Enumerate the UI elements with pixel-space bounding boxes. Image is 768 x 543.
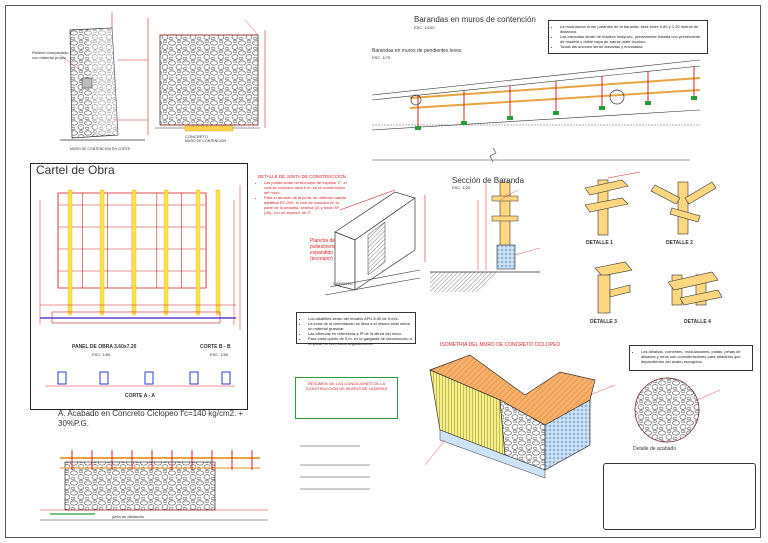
corte-bb-post xyxy=(215,189,221,316)
svg-text:MURO DE CONTENCION: MURO DE CONTENCION xyxy=(185,139,227,143)
cartel-post xyxy=(67,189,73,316)
detalle-2-drawing xyxy=(650,181,717,235)
acabado-title: A. Acabado en Concreto Ciclopeo f'c=140 … xyxy=(58,409,244,428)
post-footing xyxy=(691,96,697,100)
baranda-elevation-drawing xyxy=(371,59,701,161)
panel-de-obra-title: PANEL DE OBRA 3.60x7.20 xyxy=(72,344,137,350)
isometria-title: ISOMETRIA DEL MURO DE CONCRETO CICLOPEO xyxy=(440,342,561,348)
detail-callout-circle xyxy=(609,89,625,105)
concreto-label: CONCRETO xyxy=(185,134,208,139)
retaining-wall-section-drawing: MURO DE CONTENCION EN CORTE xyxy=(60,12,149,151)
corte-aa-footings xyxy=(45,371,235,387)
corte-bb-title: CORTE B - B xyxy=(200,344,231,350)
post-footing xyxy=(507,116,513,120)
corte-aa-title: CORTE A - A xyxy=(125,393,155,399)
baranda-notes-list: La modulación entre parantes de la baran… xyxy=(552,24,704,49)
cimiento-label: CIMIENTO xyxy=(333,281,353,286)
concreto-notes-list: Los albañiles serán del modelo APU 8.40 … xyxy=(300,316,412,346)
detalle-1-drawing xyxy=(584,171,641,236)
isometria-muro-drawing xyxy=(429,354,596,479)
cartel-de-obra-frame xyxy=(30,163,248,410)
junta-dilatacion-label: junta de dilatación xyxy=(112,514,145,519)
relleno-label: Relleno compactado con material propio xyxy=(32,50,69,60)
corte-aa-footing xyxy=(144,371,154,385)
acabado-note-item: Las albañas, corrientes, modulaciones, p… xyxy=(641,349,749,364)
scale-label-4: ESC. 1/50 xyxy=(210,352,229,357)
drawing-sheet-border xyxy=(5,5,761,538)
detalle-acabado-title: Detalle de acabado xyxy=(633,446,677,452)
post-footing xyxy=(415,126,421,130)
junta-construccion-drawing xyxy=(324,189,426,296)
break-line xyxy=(489,147,497,163)
svg-text:MURO DE CONTENCION EN CORTE: MURO DE CONTENCION EN CORTE xyxy=(70,147,131,151)
cartel-post xyxy=(131,189,137,316)
top_right-note-item: Las barandas serán de madera huayruro, p… xyxy=(560,34,704,44)
acabado-notes-list: Las albañas, corrientes, modulaciones, p… xyxy=(633,349,749,364)
concreto-note-item: Los albañiles serán del modelo APU 8.40 … xyxy=(308,316,412,321)
post-footing xyxy=(599,106,605,110)
leader-lines xyxy=(59,19,721,466)
post-footing xyxy=(645,101,651,105)
concreto-note-item: Las albercas en referencia a 5ª de la al… xyxy=(308,331,412,336)
barandas-contencion-title: Barandas en muros de contención xyxy=(414,15,536,24)
concreto-note-item: La zona de la cimentación se lleva a el … xyxy=(308,321,412,331)
corte-aa-footing xyxy=(221,371,231,385)
baranda-notes-box: La modulación entre parantes de la baran… xyxy=(548,20,708,54)
acabado-elevation-drawing xyxy=(40,457,268,521)
baranda-posts xyxy=(415,66,697,130)
top_right-note-item: Todas las uniones serán clavadas y encol… xyxy=(560,44,704,49)
barandas-pendientes-title: Barandas en muros de pendientes leves xyxy=(372,48,462,54)
concreto-notes-box: Los albañiles serán del modelo APU 8.40 … xyxy=(296,312,416,346)
acabado-posts xyxy=(71,450,253,470)
detalle-4-title: DETALLE 4 xyxy=(684,319,711,325)
top_right-note-item: La modulación entre parantes de la baran… xyxy=(560,24,704,34)
corte-aa-footing xyxy=(189,371,199,385)
condiciones-box: RESUMEN DE LAS CONDICIONES DE LA CONSTRU… xyxy=(295,377,398,419)
post-footing xyxy=(461,121,467,125)
scale-label-3: ESC. 1/50 xyxy=(92,352,111,357)
corte-aa-footing xyxy=(57,371,67,385)
title-block xyxy=(603,463,756,530)
detalle-junta-title: DETALLE DE JUNTA DE CONSTRUCCION xyxy=(258,174,346,179)
seccion-baranda-title: Sección de Baranda xyxy=(452,176,525,185)
detalle-2-title: DETALLE 2 xyxy=(666,240,693,246)
scale-label-5: ESC. 1/25 xyxy=(452,185,471,190)
junta-note-item: Las juntas serán de tecnopor de espesor … xyxy=(264,180,348,195)
seccion-baranda-drawing xyxy=(430,181,540,292)
detail-callout-circle-2 xyxy=(410,94,422,106)
stone-wall-elevation-drawing: MURO DE CONTENCION xyxy=(155,30,266,143)
scale-label-1: ESC. 1/100 xyxy=(414,25,435,30)
detalle-acabado-drawing xyxy=(634,377,700,443)
detalle-3-title: DETALLE 3 xyxy=(590,319,617,325)
detalle-1-title: DETALLE 1 xyxy=(586,240,613,246)
concreto-note-item: Para cada quinto de 5 m. en la garganta … xyxy=(308,336,412,346)
cartel-post xyxy=(99,189,105,316)
detalle-4-drawing xyxy=(667,271,723,306)
cartel-post xyxy=(163,189,169,316)
cartel-title: Cartel de Obra xyxy=(36,163,115,177)
condiciones-title: RESUMEN DE LAS CONDICIONES DE LA CONSTRU… xyxy=(305,381,388,391)
cartel-panel-drawing xyxy=(39,185,241,330)
acabado-notes-box: Las albañas, corrientes, modulaciones, p… xyxy=(629,345,753,371)
post-footing xyxy=(553,111,559,115)
junta-notes: Las juntas serán de tecnopor de espesor … xyxy=(258,180,348,215)
junta-note-item: Para el armado de la junta, se utilizara… xyxy=(264,195,348,215)
corte-aa-footing xyxy=(99,371,109,385)
plancha-label: Plancha de poliestireno expandido (tecno… xyxy=(310,238,336,262)
spec-list-drawing xyxy=(300,445,370,490)
scale-label-2: ESC. 1/75 xyxy=(372,55,391,60)
cartel-post xyxy=(195,189,201,316)
detalle-3-drawing xyxy=(594,261,633,314)
